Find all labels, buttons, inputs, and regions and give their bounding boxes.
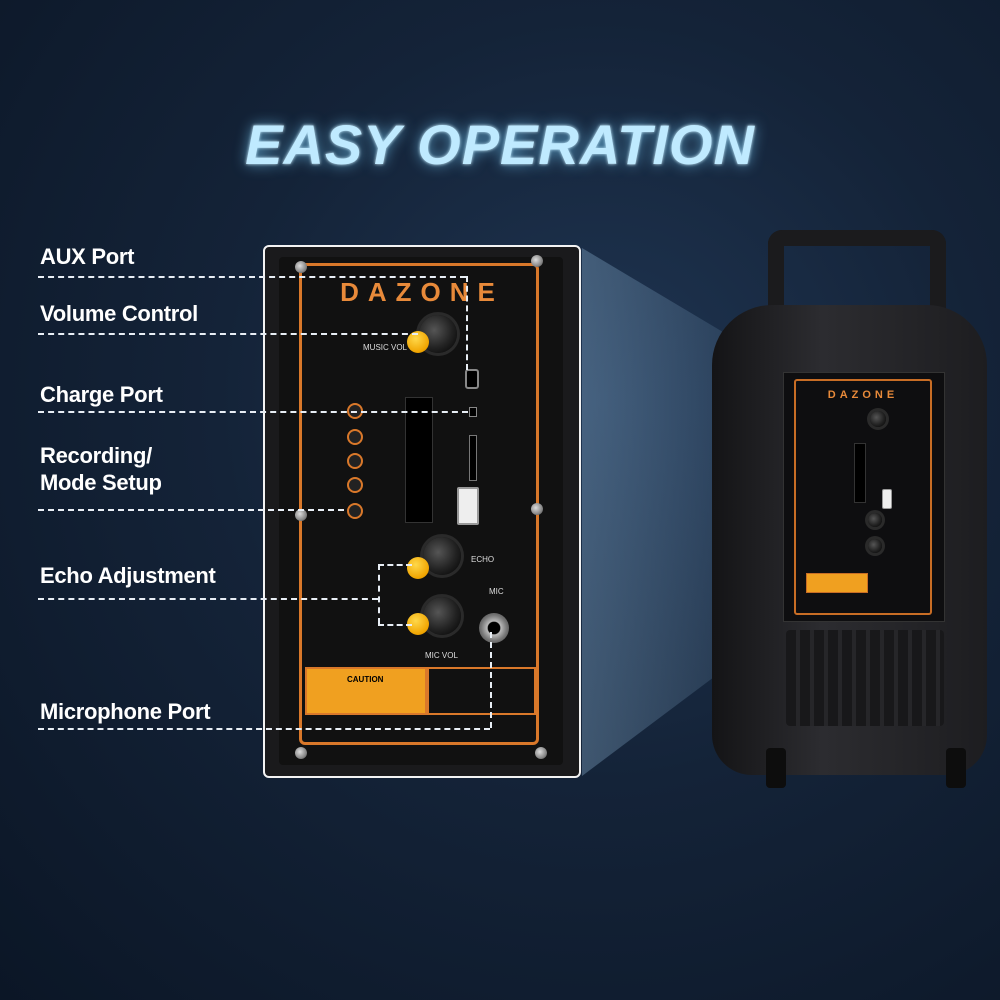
volume-knob-cap bbox=[407, 331, 429, 353]
echo-label: ECHO bbox=[471, 555, 495, 564]
speaker-mini-panel: DAZONE bbox=[783, 372, 945, 622]
tf-card-slot[interactable] bbox=[469, 435, 477, 481]
screw-icon bbox=[295, 747, 307, 759]
echo-knob-cap bbox=[407, 557, 429, 579]
mini-echo-knob bbox=[868, 513, 882, 527]
leader-line-microphone bbox=[38, 728, 490, 730]
leader-line-microphone-vertical bbox=[490, 632, 492, 728]
speaker-brand-logo: DAZONE bbox=[827, 389, 899, 401]
speaker-grille bbox=[786, 630, 944, 726]
callout-charge-port: Charge Port bbox=[40, 382, 163, 407]
leader-line-charge bbox=[38, 411, 468, 413]
control-panel-closeup: DAZONE MUSIC VOL ECHO MIC VOL MIC CAUTIO… bbox=[263, 245, 581, 778]
speaker-wheel-right bbox=[946, 748, 966, 788]
leader-line-volume bbox=[38, 333, 418, 335]
music-vol-label: MUSIC VOL bbox=[363, 343, 408, 352]
mic-volume-knob[interactable] bbox=[423, 597, 461, 635]
screw-icon bbox=[535, 747, 547, 759]
mini-display bbox=[854, 443, 866, 503]
leader-line-echo-bottom bbox=[378, 624, 412, 626]
callout-echo-adjustment: Echo Adjustment bbox=[40, 563, 216, 588]
microphone-jack[interactable] bbox=[479, 613, 509, 643]
leader-line-recording bbox=[38, 509, 344, 511]
mic-label: MIC bbox=[489, 587, 504, 596]
page-title: EASY OPERATION bbox=[245, 113, 755, 176]
leader-line-aux bbox=[38, 276, 466, 278]
callout-aux-port: AUX Port bbox=[40, 244, 135, 269]
callout-recording-mode: Recording/ Mode Setup bbox=[40, 443, 162, 495]
leader-line-echo-top bbox=[378, 564, 412, 566]
mini-usb-port bbox=[882, 489, 892, 509]
panel-brand-logo: DAZONE bbox=[340, 277, 504, 307]
aux-jack[interactable] bbox=[465, 369, 479, 389]
screw-icon bbox=[531, 255, 543, 267]
mic-knob-cap bbox=[407, 613, 429, 635]
speaker-wheel-left bbox=[766, 748, 786, 788]
usb-port[interactable] bbox=[457, 487, 479, 525]
leader-line-echo-vertical bbox=[378, 564, 380, 624]
play-pause-button[interactable] bbox=[347, 453, 363, 469]
leader-line-echo bbox=[38, 598, 378, 600]
mini-mic-knob bbox=[868, 539, 882, 553]
spec-sticker bbox=[427, 667, 536, 715]
mini-panel-border bbox=[794, 379, 932, 615]
callout-volume-control: Volume Control bbox=[40, 301, 198, 326]
mini-caution-label bbox=[806, 573, 868, 593]
screw-icon bbox=[295, 261, 307, 273]
callout-microphone-port: Microphone Port bbox=[40, 699, 211, 724]
record-button[interactable] bbox=[347, 503, 363, 519]
leader-line-aux-vertical bbox=[466, 276, 468, 370]
caution-sticker: CAUTION bbox=[305, 667, 427, 715]
screw-icon bbox=[295, 509, 307, 521]
echo-knob[interactable] bbox=[423, 537, 461, 575]
caution-label: CAUTION bbox=[347, 675, 384, 684]
mini-volume-knob bbox=[870, 411, 886, 427]
charge-port-jack[interactable] bbox=[469, 407, 477, 417]
mic-vol-label: MIC VOL bbox=[425, 651, 458, 660]
led-display bbox=[405, 397, 433, 523]
prev-button[interactable] bbox=[347, 477, 363, 493]
screw-icon bbox=[531, 503, 543, 515]
next-button[interactable] bbox=[347, 429, 363, 445]
